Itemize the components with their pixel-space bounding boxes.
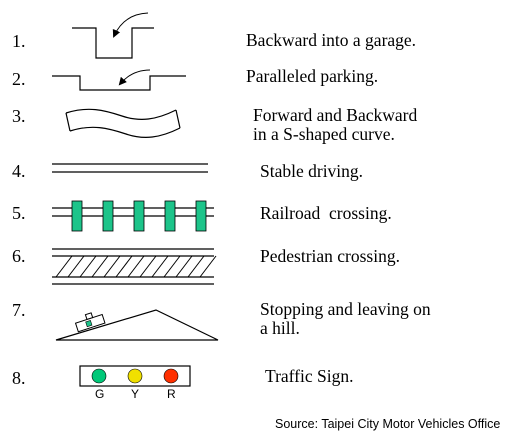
crosswalk-stripe (103, 255, 121, 278)
light-letter-r: R (167, 387, 176, 401)
garage-outline-icon (72, 12, 154, 59)
crosswalk-stripe (175, 255, 193, 278)
item-number-1: 1. (12, 31, 26, 51)
crosswalk-stripe (55, 255, 73, 278)
crosswalk-stripe (139, 255, 157, 278)
crosswalk-stripe (151, 255, 169, 278)
crosswalk-stripe (187, 255, 205, 278)
item-label-7: Stopping and leaving on a hill. (260, 299, 431, 338)
item-number-2: 2. (12, 69, 26, 89)
item-number-7: 7. (12, 300, 26, 320)
hill-slope-icon (55, 309, 219, 341)
item-number-4: 4. (12, 161, 26, 181)
item-label-3: Forward and Backward in a S-shaped curve… (253, 105, 418, 144)
crosswalk-stripe (79, 255, 97, 278)
red-light (163, 368, 179, 384)
parallel-lines-icon (52, 163, 208, 173)
source-caption: Source: Taipei City Motor Vehicles Offic… (275, 417, 501, 431)
item-number-5: 5. (12, 203, 26, 223)
crosswalk-stripe (163, 255, 181, 278)
crosswalk-stripe (199, 255, 217, 278)
light-letter-g: G (95, 387, 105, 401)
item-label-8: Traffic Sign. (265, 366, 354, 386)
pedestrian-crosswalk-icon (52, 248, 217, 285)
crosswalk-stripe (67, 255, 85, 278)
s-curve-icon (65, 108, 181, 138)
light-letter-y: Y (131, 387, 140, 401)
crosswalk-stripe (127, 255, 145, 278)
item-label-4: Stable driving. (260, 161, 364, 181)
item-number-8: 8. (12, 368, 26, 388)
item-label-1: Backward into a garage. (246, 30, 417, 50)
yellow-light (127, 368, 143, 384)
parallel-parking-outline-icon (52, 69, 186, 91)
crosswalk-stripe (115, 255, 133, 278)
item-label-6: Pedestrian crossing. (260, 246, 400, 266)
item-label-2: Paralleled parking. (246, 66, 379, 86)
item-number-6: 6. (12, 246, 26, 266)
item-number-3: 3. (12, 106, 26, 126)
green-light (91, 368, 107, 384)
item-label-5: Railroad crossing. (260, 203, 392, 223)
railroad-track-icon (52, 200, 214, 232)
traffic-light-icon (79, 365, 191, 387)
crosswalk-stripe (91, 255, 109, 278)
